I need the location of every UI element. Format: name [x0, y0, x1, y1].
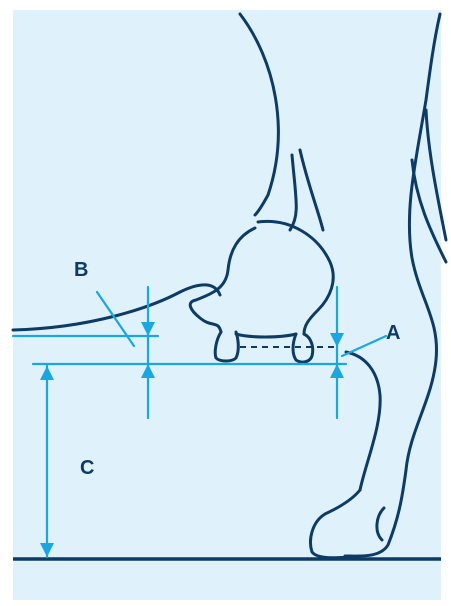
diagram-background: [13, 10, 441, 600]
label-c: C: [80, 457, 94, 479]
label-a: A: [386, 322, 400, 344]
label-b: B: [74, 259, 88, 281]
